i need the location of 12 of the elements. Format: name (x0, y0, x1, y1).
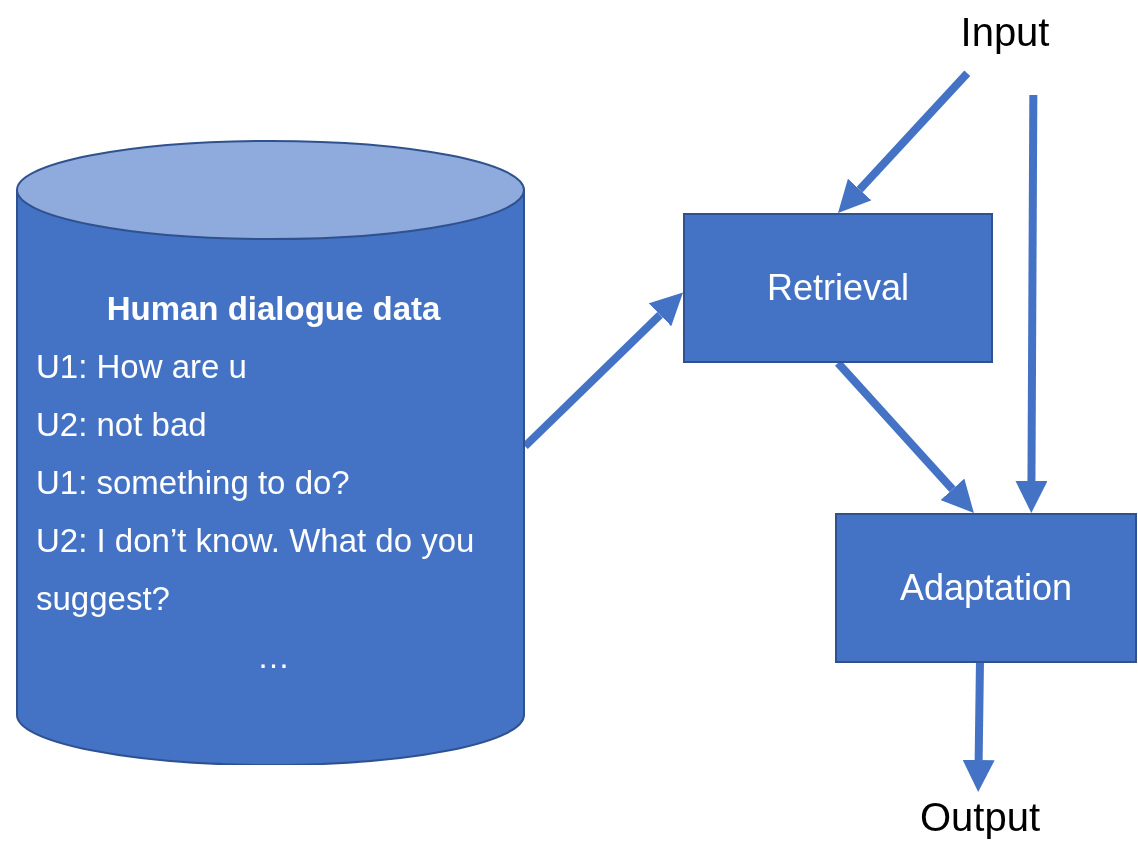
io-label: Output (890, 792, 1070, 842)
dialogue-line: U1: something to do? (36, 463, 350, 503)
process-box: Retrieval (683, 213, 993, 363)
ellipsis-text: … (257, 637, 290, 677)
arrow (838, 70, 971, 213)
dialogue-line: U1: How are u (36, 347, 247, 387)
database-title: Human dialogue data (106, 289, 441, 329)
dialogue-line: U2: I don’t know. What do you suggest? (36, 521, 476, 619)
arrow (962, 662, 995, 792)
dialogue-line: U2: not bad (36, 405, 207, 445)
io-label: Input (930, 5, 1080, 60)
process-box: Adaptation (835, 513, 1137, 663)
